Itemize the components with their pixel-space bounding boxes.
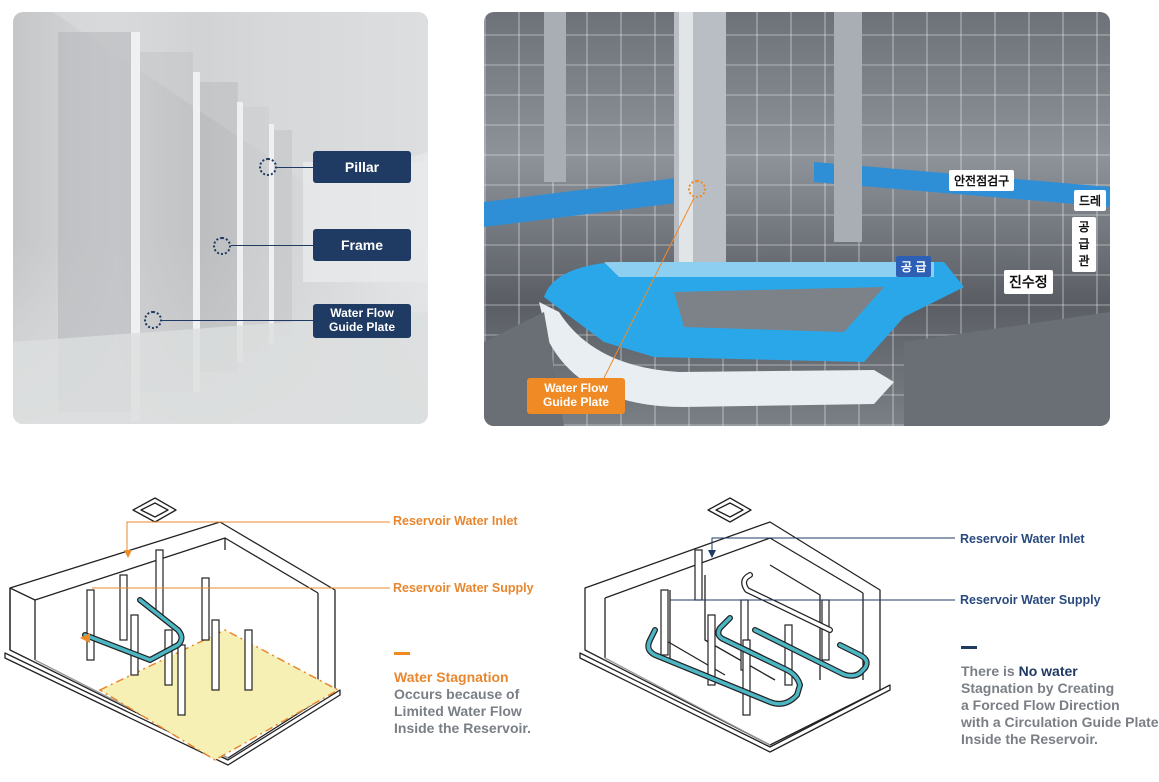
circulation-note-highlight: No water (1018, 663, 1078, 679)
pillar-marker-icon (259, 158, 277, 176)
guide-plate-leader-line (162, 320, 314, 321)
stagnation-note-highlight: Water Stagnation (394, 669, 509, 685)
photo-guide-plate-label-line1: Water Flow (544, 381, 608, 396)
stagnation-note-line-1: Occurs because of (394, 686, 520, 702)
circulation-note-first-line: There is No water (961, 663, 1159, 680)
guide-plate-leader-line (601, 197, 695, 383)
circulation-note-prefix: There is (961, 663, 1019, 679)
frame-leader-line (231, 245, 314, 246)
pillar-tag: Pillar (313, 151, 411, 183)
corridor-photo: Pillar Frame Water Flow Guide Plate (13, 12, 428, 424)
stagnation-note: Water Stagnation Occurs because of Limit… (394, 652, 531, 737)
frame-label: Frame (340, 236, 384, 253)
circulation-diagram (579, 497, 955, 753)
right-supply-label: Reservoir Water Supply (960, 593, 1101, 607)
reservoir-photo: 안전점검구 드레 공급관 진수정 공 급 Water Flow Guide Pl… (484, 12, 1110, 426)
frame-marker-icon (213, 237, 231, 255)
stagnation-diagram (4, 497, 390, 766)
circulation-note-dash (961, 646, 977, 649)
drain-sign: 드레 (1074, 190, 1107, 211)
supply-pipe-sign: 공급관 (1072, 217, 1096, 272)
circulation-note-line-4: Inside the Reservoir. (961, 731, 1098, 747)
frame-tag: Frame (313, 229, 411, 261)
pillar-leader-line (277, 167, 314, 168)
circulation-note-line-2: a Forced Flow Direction (961, 697, 1120, 713)
circulation-note: There is No water Stagnation by Creating… (961, 646, 1159, 748)
left-supply-label: Reservoir Water Supply (393, 581, 534, 595)
photo-guide-plate-label-line2: Guide Plate (542, 395, 610, 409)
water-inflow-sign: 진수정 (1004, 270, 1053, 294)
stagnation-note-line-3: Inside the Reservoir. (394, 720, 531, 736)
guide-plate-label-line1: Water Flow (330, 306, 394, 321)
pillar-label: Pillar (344, 158, 380, 175)
circulation-note-line-3: with a Circulation Guide Plate (961, 714, 1159, 730)
right-inlet-label: Reservoir Water Inlet (960, 532, 1085, 546)
stagnation-note-line-2: Limited Water Flow (394, 703, 522, 719)
circulation-note-line-1: Stagnation by Creating (961, 680, 1115, 696)
guide-plate-marker-icon (144, 311, 162, 329)
photo-guide-plate-tag: Water Flow Guide Plate (527, 378, 625, 414)
guide-plate-label-line2: Guide Plate (328, 320, 396, 334)
stagnation-note-dash (394, 652, 410, 655)
inspection-hole-sign: 안전점검구 (949, 170, 1015, 191)
corridor-illustration (13, 12, 428, 424)
guide-plate-tag: Water Flow Guide Plate (313, 304, 411, 338)
supply-sign: 공 급 (896, 256, 932, 277)
guide-plate-marker-icon (688, 180, 706, 198)
left-inlet-label: Reservoir Water Inlet (393, 514, 518, 528)
